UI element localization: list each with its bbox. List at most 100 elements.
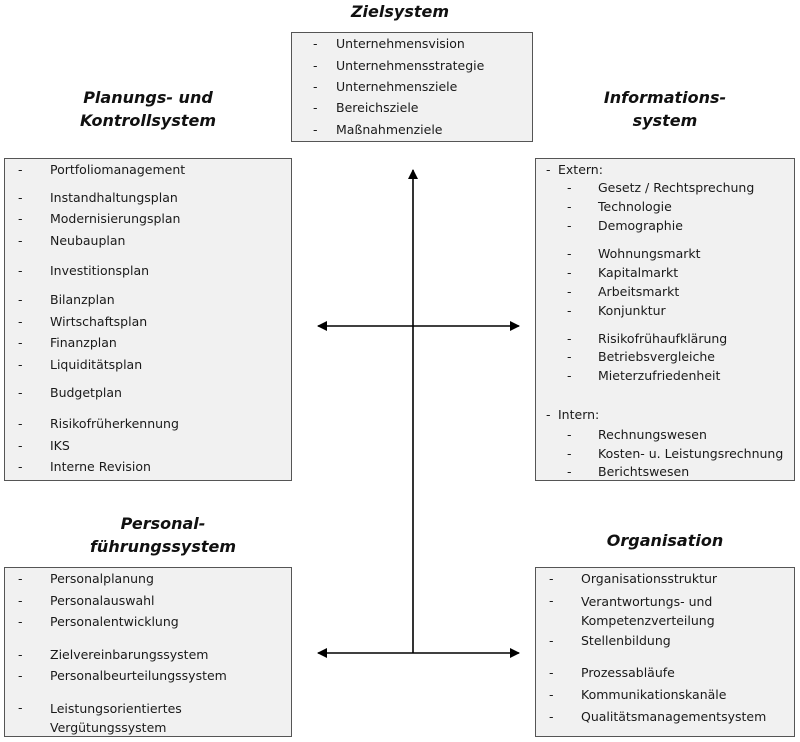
list-dash: - — [18, 459, 23, 474]
list-dash: - — [549, 633, 554, 648]
list-item: Investitionsplan — [50, 263, 150, 278]
list-item: Prozessabläufe — [581, 665, 675, 680]
list-item: Unternehmensstrategie — [336, 58, 485, 73]
list-item: Technologie — [598, 199, 672, 214]
list-item: Instandhaltungsplan — [50, 190, 178, 205]
list-dash: - — [18, 211, 23, 226]
planung-box — [4, 158, 292, 481]
list-item: Personalbeurteilungssystem — [50, 668, 227, 683]
planung-title: Planungs- und Kontrollsystem — [79, 88, 217, 130]
list-item: Wohnungsmarkt — [598, 246, 701, 261]
list-dash: - — [18, 593, 23, 608]
list-dash: - — [567, 199, 572, 214]
list-dash: - — [18, 416, 23, 431]
list-dash: - — [546, 162, 551, 177]
list-item: Qualitätsmanagementsystem — [581, 709, 767, 724]
list-item: Interne Revision — [50, 459, 151, 474]
organisation-title: Organisation — [606, 531, 724, 550]
list-item: Leistungsorientiertes Vergütungssystem — [50, 701, 182, 735]
list-dash: - — [18, 357, 23, 372]
zielsystem-title: Zielsystem — [350, 2, 450, 21]
organisation-box — [535, 567, 795, 737]
list-item: Gesetz / Rechtsprechung — [598, 180, 755, 195]
list-dash: - — [313, 36, 318, 51]
list-dash: - — [567, 284, 572, 299]
list-dash: - — [567, 218, 572, 233]
list-item: Personalentwicklung — [50, 614, 179, 629]
info-box — [535, 158, 795, 481]
personal-box — [4, 567, 292, 737]
list-item: Personalplanung — [50, 571, 154, 586]
list-dash: - — [567, 427, 572, 442]
list-item: Liquiditätsplan — [50, 357, 143, 372]
list-dash: - — [567, 349, 572, 364]
list-dash: - — [313, 100, 318, 115]
list-dash: - — [567, 303, 572, 318]
list-item: Kosten- u. Leistungsrechnung — [598, 446, 784, 461]
list-item: Budgetplan — [50, 385, 122, 400]
list-dash: - — [18, 700, 23, 715]
info-title: Informations- system — [603, 88, 727, 130]
list-dash: - — [313, 122, 318, 137]
list-dash: - — [18, 571, 23, 586]
list-dash: - — [18, 162, 23, 177]
list-item: Rechnungswesen — [598, 427, 707, 442]
list-dash: - — [567, 446, 572, 461]
list-dash: - — [18, 190, 23, 205]
list-item: Unternehmensziele — [336, 79, 458, 94]
list-item: Unternehmensvision — [336, 36, 465, 51]
list-item: Risikofrüherkennung — [50, 416, 179, 431]
list-item: Betriebsvergleiche — [598, 349, 715, 364]
list-item: Konjunktur — [598, 303, 666, 318]
personal-title: Personal- führungssystem — [89, 514, 237, 556]
list-item: Mieterzufriedenheit — [598, 368, 721, 383]
list-item: Demographie — [598, 218, 683, 233]
info-intern-label: Intern: — [558, 407, 600, 422]
list-dash: - — [567, 331, 572, 346]
list-item: Arbeitsmarkt — [598, 284, 680, 299]
list-dash: - — [313, 79, 318, 94]
list-dash: - — [18, 614, 23, 629]
list-dash: - — [567, 464, 572, 479]
list-item: IKS — [50, 438, 70, 453]
list-item: Stellenbildung — [581, 633, 671, 648]
list-item: Wirtschaftsplan — [50, 314, 148, 329]
list-dash: - — [18, 292, 23, 307]
list-item: Risikofrühaufklärung — [598, 331, 728, 346]
list-dash: - — [18, 385, 23, 400]
list-item: Kapitalmarkt — [598, 265, 679, 280]
list-dash: - — [18, 233, 23, 248]
list-dash: - — [567, 265, 572, 280]
list-item: Personalauswahl — [50, 593, 155, 608]
list-item: Kommunikationskanäle — [581, 687, 727, 702]
list-item: Portfoliomanagement — [50, 162, 186, 177]
list-item: Verantwortungs- und Kompetenzverteilung — [581, 594, 715, 628]
list-item: Finanzplan — [50, 335, 117, 350]
list-dash: - — [18, 647, 23, 662]
info-extern-label: Extern: — [558, 162, 603, 177]
list-item: Modernisierungsplan — [50, 211, 181, 226]
list-dash: - — [567, 180, 572, 195]
list-dash: - — [18, 335, 23, 350]
list-item: Organisationsstruktur — [581, 571, 718, 586]
list-dash: - — [549, 709, 554, 724]
list-item: Zielvereinbarungssystem — [50, 647, 209, 662]
list-item: Berichtswesen — [598, 464, 690, 479]
list-dash: - — [549, 571, 554, 586]
list-dash: - — [313, 58, 318, 73]
list-item: Maßnahmenziele — [336, 122, 443, 137]
list-dash: - — [567, 368, 572, 383]
list-dash: - — [549, 687, 554, 702]
list-item: Neubauplan — [50, 233, 126, 248]
list-dash: - — [546, 407, 551, 422]
list-item: Bereichsziele — [336, 100, 419, 115]
zielsystem-box — [291, 32, 533, 142]
list-dash: - — [18, 668, 23, 683]
list-item: Bilanzplan — [50, 292, 115, 307]
list-dash: - — [549, 665, 554, 680]
list-dash: - — [18, 263, 23, 278]
list-dash: - — [18, 438, 23, 453]
list-dash: - — [549, 593, 554, 608]
